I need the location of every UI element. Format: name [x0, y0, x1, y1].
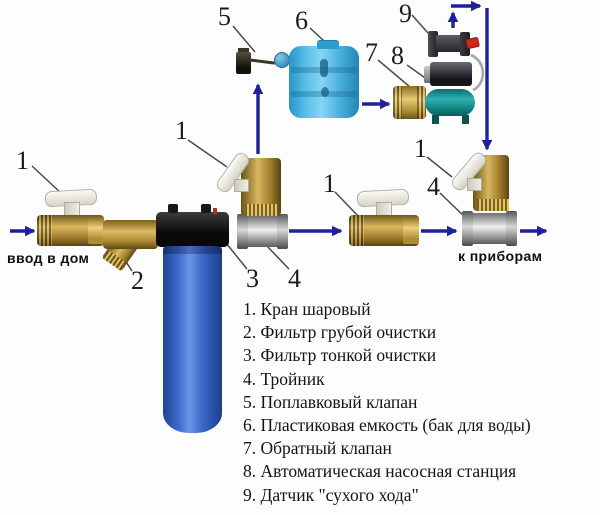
sensor-body [436, 35, 462, 52]
float-valve-top [238, 48, 249, 53]
ball-valve-riser-left [211, 150, 283, 219]
legend-item: 8. Автоматическая насосная станция [243, 461, 517, 482]
filter-cap-nub [168, 204, 178, 213]
tee-right [462, 211, 517, 246]
callout-3: 3 [246, 264, 259, 293]
filter-vent-button [213, 208, 217, 214]
pump-leg [432, 115, 439, 124]
pump-pressure-tank [425, 89, 475, 116]
callout-7: 7 [365, 38, 378, 67]
fine-filter-cap [156, 204, 229, 247]
coarse-filter [101, 218, 159, 274]
legend: 1. Кран шаровый 2. Фильтр грубой очистки… [243, 298, 573, 507]
callout-9: 9 [399, 0, 412, 28]
sensor-flange [428, 31, 438, 57]
legend-item: 6. Пластиковая емкость (бак для воды) [243, 415, 531, 436]
legend-item: 7. Обратный клапан [243, 438, 392, 459]
fine-filter-body [163, 246, 222, 433]
pump-leg [462, 115, 469, 124]
callout-1: 1 [16, 146, 29, 175]
inlet-label: ввод в дом [7, 250, 90, 266]
ball-valve-inlet [37, 188, 104, 246]
callout-line-9 [411, 14, 429, 34]
outlet-label: к приборам [458, 248, 543, 264]
tee-left [237, 214, 288, 249]
check-valve [393, 86, 426, 119]
pump-motor [430, 62, 472, 86]
callout-8: 8 [391, 41, 404, 70]
legend-item: 3. Фильтр тонкой очистки [243, 345, 437, 366]
callout-1: 1 [323, 169, 336, 198]
callout-5: 5 [218, 2, 231, 31]
callout-6: 6 [295, 6, 308, 35]
tank-cap [317, 40, 339, 49]
valve-body [37, 215, 104, 246]
float-valve [234, 48, 290, 76]
legend-item: 1. Кран шаровый [243, 299, 371, 319]
sensor-flange [460, 32, 470, 56]
float-valve-body [236, 52, 251, 74]
coarse-filter-body [103, 220, 158, 249]
tank-hole [321, 87, 329, 97]
legend-item: 9. Датчик "сухого хода" [243, 484, 419, 505]
valve-stem [467, 178, 482, 191]
float-ball [274, 52, 290, 68]
legend-item: 2. Фильтр грубой очистки [243, 322, 437, 343]
callout-4: 4 [288, 264, 301, 293]
callout-1: 1 [175, 116, 188, 145]
legend-item: 4. Тройник [243, 368, 325, 389]
legend-item: 5. Поплавковый клапан [243, 391, 418, 412]
callout-4: 4 [427, 172, 440, 201]
pump-station [424, 58, 481, 124]
sensor-red-lever [465, 36, 480, 50]
float-valve-arm [248, 58, 276, 65]
tank-slot [320, 59, 328, 77]
callout-2: 2 [131, 266, 144, 295]
callout-1: 1 [414, 134, 427, 163]
filter-cap-nub [201, 204, 211, 213]
valve-body [349, 215, 419, 246]
valve-stem [234, 179, 249, 192]
ball-valve-riser-right [447, 149, 519, 216]
water-tank [289, 40, 359, 118]
ball-valve-middle [349, 188, 419, 246]
dry-run-sensor [428, 29, 480, 59]
